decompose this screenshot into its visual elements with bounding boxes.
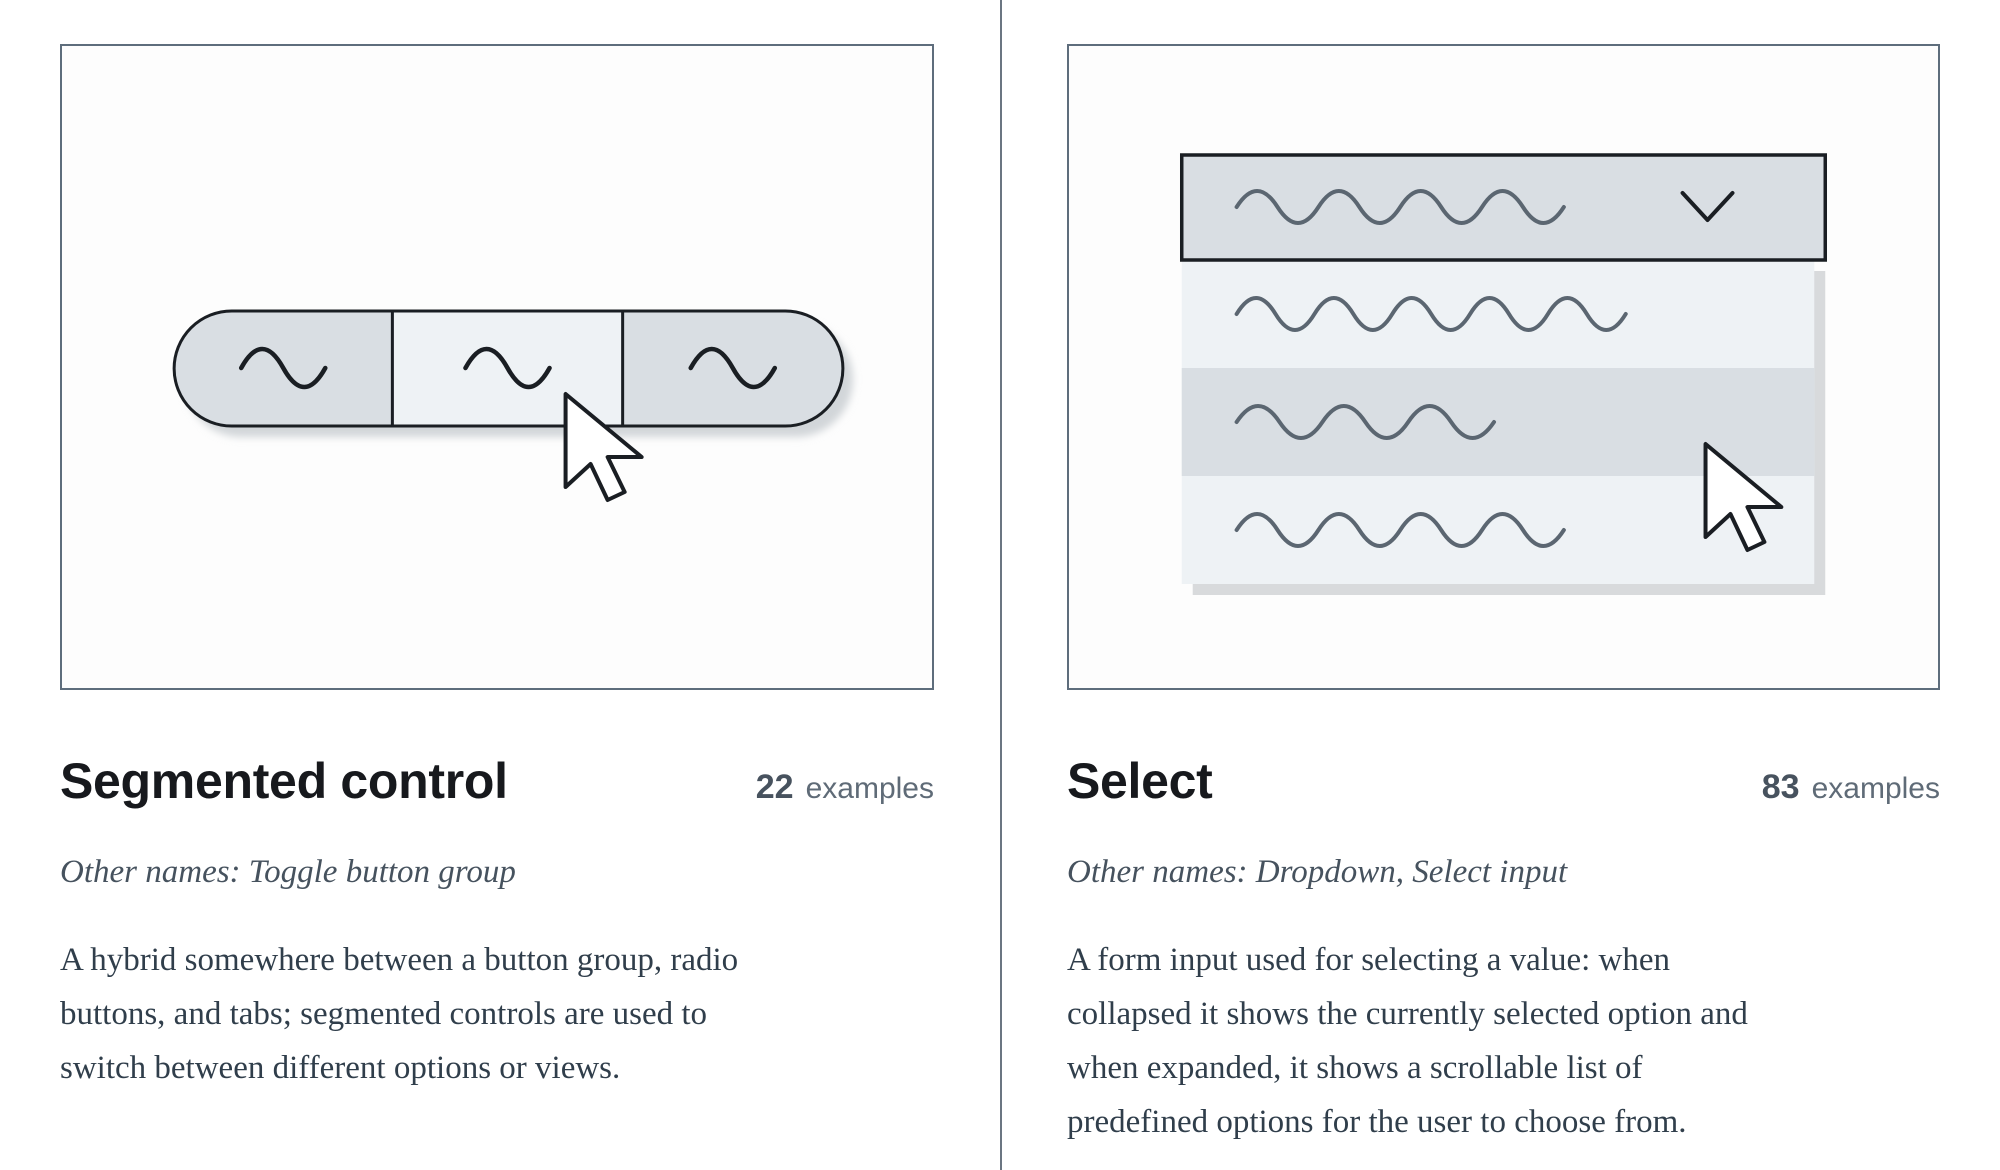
examples-count-group: 83 examples bbox=[1762, 768, 1940, 807]
component-description: A hybrid somewhere between a button grou… bbox=[60, 942, 739, 1086]
examples-label: examples bbox=[805, 772, 934, 805]
wave-squiggle bbox=[238, 346, 328, 390]
select-drawing bbox=[1179, 153, 1828, 595]
examples-count: 83 bbox=[1761, 768, 1800, 806]
other-names: Other names: Toggle button group bbox=[60, 854, 516, 890]
card-header: Select 83 examples bbox=[1067, 752, 1940, 810]
card-header: Segmented control 22 examples bbox=[60, 752, 934, 810]
wave-squiggle bbox=[463, 346, 552, 390]
examples-count-group: 22 examples bbox=[756, 768, 934, 807]
other-names: Other names: Dropdown, Select input bbox=[1067, 854, 1568, 890]
wave-squiggle bbox=[1234, 189, 1566, 225]
card-select: Select 83 examples Other names: Dropdown… bbox=[1000, 0, 2000, 1170]
examples-count: 22 bbox=[755, 768, 794, 806]
component-title[interactable]: Select bbox=[1067, 753, 1213, 809]
component-title[interactable]: Segmented control bbox=[60, 753, 508, 809]
card-segmented-control: Segmented control 22 examples Other name… bbox=[60, 44, 934, 1086]
component-description: A form input used for selecting a value:… bbox=[1067, 942, 1748, 1140]
cursor-icon bbox=[563, 392, 644, 502]
chevron-down-icon bbox=[1680, 191, 1735, 222]
select-illustration[interactable] bbox=[1067, 44, 1940, 690]
cursor-icon bbox=[1703, 442, 1784, 552]
segmented-control-illustration[interactable] bbox=[60, 44, 934, 690]
examples-label: examples bbox=[1811, 772, 1940, 805]
segmented-control-drawing bbox=[172, 309, 853, 502]
wave-squiggle bbox=[688, 346, 778, 390]
wave-squiggle bbox=[1234, 512, 1566, 548]
wave-squiggle bbox=[1234, 404, 1497, 440]
wave-squiggle bbox=[1234, 296, 1628, 332]
